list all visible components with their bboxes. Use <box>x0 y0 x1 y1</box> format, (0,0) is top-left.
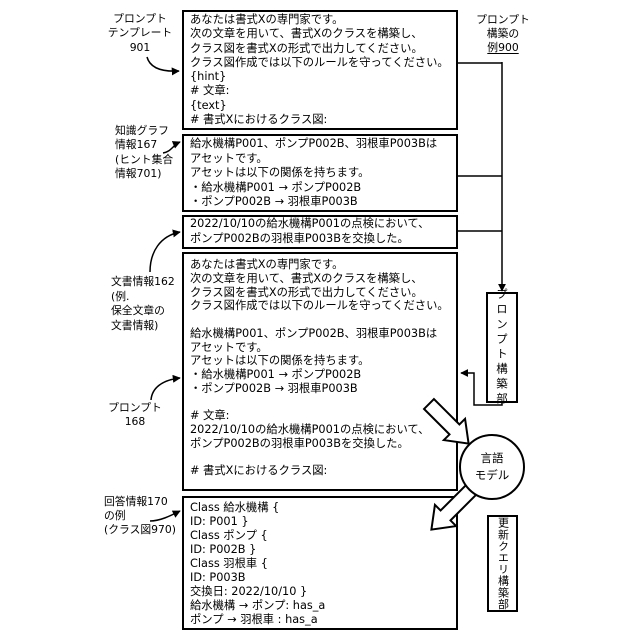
label-line: 保全文章の <box>111 304 175 319</box>
knowledge-graph-line: アセットです。 <box>190 152 456 167</box>
label-line: テンプレート <box>100 26 180 40</box>
template-text-placeholder: {text} <box>190 99 456 113</box>
prompt-box: あなたは書式Xの専門家です。 次の文章を用いて、書式Xのクラスを構築し、 クラス… <box>182 252 458 491</box>
label-line: プロンプト <box>100 401 170 415</box>
prompt-hint-line: 給水機構P001、ポンプP002B、羽根車P003Bは <box>190 327 456 341</box>
label-line: 901 <box>100 41 180 55</box>
label-line: (例. <box>111 290 175 305</box>
template-line: # 文章: <box>190 84 456 98</box>
label-line: (クラス図970) <box>104 523 176 537</box>
prompt-label: プロンプト 168 <box>100 401 170 429</box>
figure-number: 例900 <box>487 41 518 54</box>
document-info-label: 文書情報162 (例. 保全文章の 文書情報) <box>111 275 175 333</box>
label-line: プロンプト <box>100 12 180 26</box>
label-line: 回答情報170 <box>104 495 176 509</box>
prompt-hint-line: ・給水機構P001 → ポンプP002B <box>190 368 456 382</box>
prompt-line: 次の文章を用いて、書式Xのクラスを構築し、 <box>190 272 456 286</box>
prompt-hint-line: ・ポンプP002B → 羽根車P003B <box>190 382 456 396</box>
knowledge-graph-line: ・給水機構P001 → ポンプP002B <box>190 181 456 196</box>
template-line: # 書式Xにおけるクラス図: <box>190 113 456 127</box>
prompt-hint-line: アセットです。 <box>190 341 456 355</box>
label-line: の例 <box>104 509 176 523</box>
blank-line <box>190 313 456 327</box>
update-query-builder-label: 更新クエリ構築部 <box>495 517 511 610</box>
label-line: 文書情報162 <box>111 275 175 290</box>
label-line: プロンプト <box>468 13 538 27</box>
answer-line: ID: P002B } <box>190 543 456 557</box>
language-model-label: 言語 モデル <box>460 450 524 484</box>
prompt-line: クラス図作成では以下のルールを守ってください。 <box>190 299 456 313</box>
prompt-builder-box: プロンプト構築部 <box>486 292 518 403</box>
prompt-builder-label: プロンプト構築部 <box>494 288 510 407</box>
knowledge-graph-label: 知識グラフ 情報167 (ヒント集合 情報701) <box>115 124 173 181</box>
answer-box: Class 給水機構 { ID: P001 } Class ポンプ { ID: … <box>182 496 458 630</box>
template-hint-placeholder: {hint} <box>190 70 456 84</box>
answer-line: ポンプ → 羽根車 : has_a <box>190 613 456 627</box>
blank-line <box>190 396 456 410</box>
label-line: 構築の <box>468 27 538 41</box>
answer-line: Class 羽根車 { <box>190 557 456 571</box>
answer-info-label: 回答情報170 の例 (クラス図970) <box>104 495 176 537</box>
prompt-line: クラス図を書式Xの形式で出力してください。 <box>190 286 456 300</box>
figure-label: プロンプト 構築の 例900 <box>468 13 538 55</box>
label-line: 168 <box>100 415 170 429</box>
label-line: 知識グラフ <box>115 124 173 138</box>
blank-line <box>190 451 456 465</box>
label-line: 情報167 <box>115 138 173 152</box>
answer-line: Class 給水機構 { <box>190 501 456 515</box>
document-leader-arrow <box>150 232 180 272</box>
document-line: ポンプP002Bの羽根車P003Bを交換した。 <box>190 232 456 247</box>
answer-line: Class ポンプ { <box>190 529 456 543</box>
prompt-template-box: あなたは書式Xの専門家です。 次の文章を用いて、書式Xのクラスを構築し、 クラス… <box>182 10 458 130</box>
language-model-label-line: 言語 <box>460 450 524 467</box>
answer-line: ID: P003B <box>190 571 456 585</box>
label-line: (ヒント集合 <box>115 153 173 167</box>
answer-line: ID: P001 } <box>190 515 456 529</box>
knowledge-graph-box: 給水機構P001、ポンプP002B、羽根車P003Bは アセットです。 アセット… <box>182 134 458 212</box>
label-line: 情報701) <box>115 167 173 181</box>
template-line: 次の文章を用いて、書式Xのクラスを構築し、 <box>190 27 456 41</box>
knowledge-graph-line: ・ポンプP002B → 羽根車P003B <box>190 195 456 210</box>
answer-line: 交換日: 2022/10/10 } <box>190 585 456 599</box>
answer-line: 給水機構 → ポンプ: has_a <box>190 599 456 613</box>
document-box: 2022/10/10の給水機構P001の点検において、 ポンプP002Bの羽根車… <box>182 215 458 249</box>
knowledge-graph-line: 給水機構P001、ポンプP002B、羽根車P003Bは <box>190 137 456 152</box>
prompt-footer-line: # 書式Xにおけるクラス図: <box>190 464 456 478</box>
template-line: クラス図を書式Xの形式で出力してください。 <box>190 42 456 56</box>
update-query-builder-box: 更新クエリ構築部 <box>487 515 518 612</box>
prompt-leader-arrow <box>151 378 180 400</box>
label-line: 文書情報) <box>111 319 175 334</box>
document-line: 2022/10/10の給水機構P001の点検において、 <box>190 217 456 232</box>
prompt-text-line: 2022/10/10の給水機構P001の点検において、 <box>190 423 456 437</box>
template-leader-arrow <box>147 57 179 71</box>
knowledge-graph-line: アセットは以下の関係を持ちます。 <box>190 166 456 181</box>
template-line: クラス図作成では以下のルールを守ってください。 <box>190 56 456 70</box>
prompt-line: あなたは書式Xの専門家です。 <box>190 258 456 272</box>
prompt-text-line: ポンプP002Bの羽根車P003Bを交換した。 <box>190 437 456 451</box>
prompt-text-line: # 文章: <box>190 409 456 423</box>
prompt-template-label: プロンプト テンプレート 901 <box>100 12 180 55</box>
template-line: あなたは書式Xの専門家です。 <box>190 13 456 27</box>
language-model-label-line: モデル <box>460 467 524 484</box>
prompt-hint-line: アセットは以下の関係を持ちます。 <box>190 354 456 368</box>
